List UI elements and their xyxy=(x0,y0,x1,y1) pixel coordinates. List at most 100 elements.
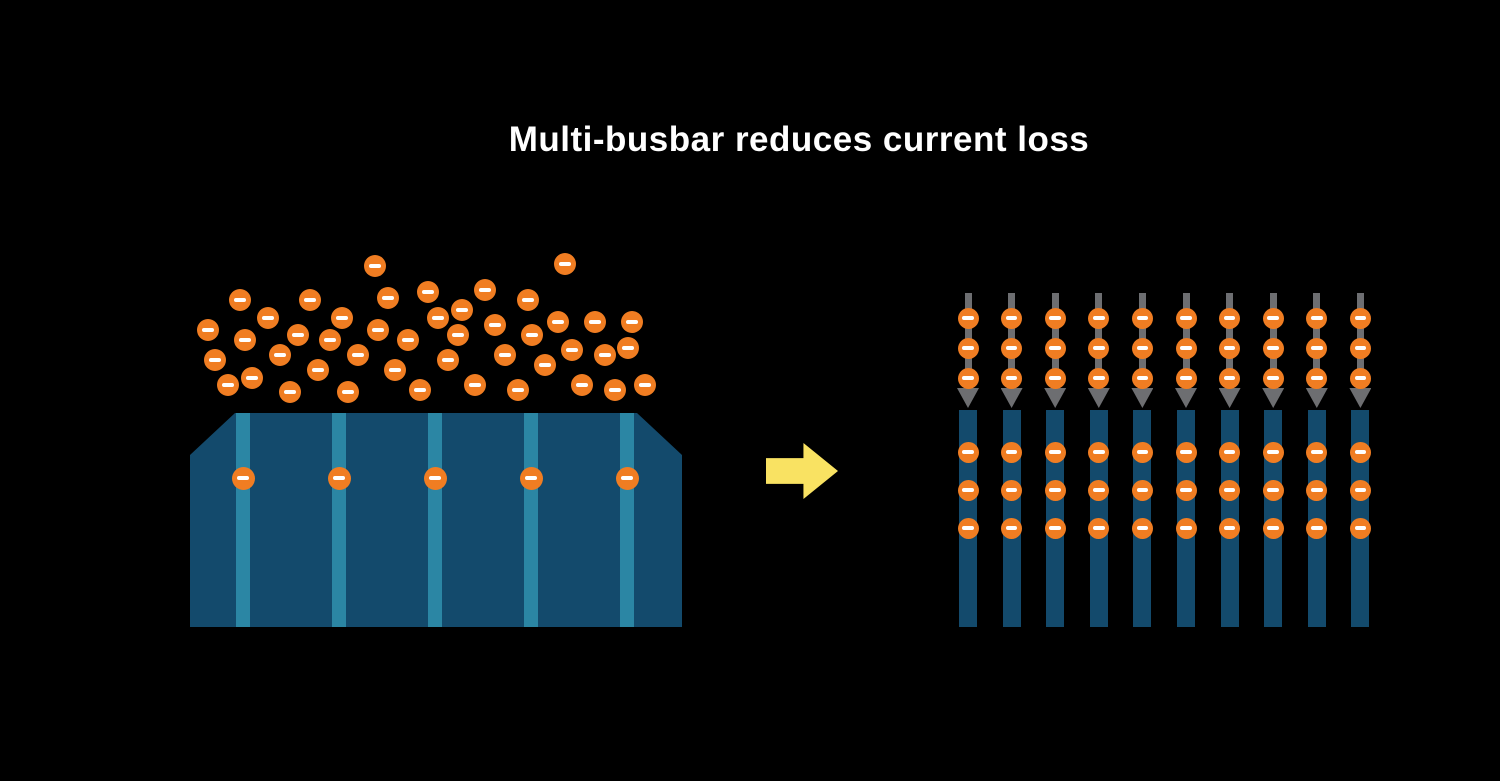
minus-glyph xyxy=(1005,526,1018,530)
free-electron-icon xyxy=(507,379,529,401)
minus-glyph xyxy=(1267,488,1279,492)
free-electron-icon xyxy=(197,319,219,341)
flow-electron-icon xyxy=(1349,367,1371,389)
busbar-electron-icon xyxy=(231,466,255,490)
minus-glyph xyxy=(1267,346,1279,350)
minus-glyph xyxy=(1136,526,1149,530)
collected-electron-icon xyxy=(1131,441,1153,463)
minus-glyph xyxy=(273,353,287,357)
minus-glyph xyxy=(221,383,235,387)
busbar-stripe xyxy=(236,413,250,627)
free-electron-icon xyxy=(417,281,439,303)
minus-glyph xyxy=(421,290,435,294)
minus-glyph xyxy=(335,316,349,320)
busbar-electron-icon xyxy=(615,466,639,490)
diagram-title: Multi-busbar reduces current loss xyxy=(508,120,1090,159)
minus-glyph xyxy=(498,353,512,357)
free-electron-icon xyxy=(617,337,639,359)
standard-cell-body xyxy=(190,413,682,627)
collected-electron-icon xyxy=(1175,479,1197,501)
free-electron-icon xyxy=(547,311,569,333)
minus-glyph xyxy=(1223,450,1236,454)
busbar-stripe xyxy=(620,413,634,627)
busbar-stripe xyxy=(332,413,346,627)
minus-glyph xyxy=(311,368,325,372)
minus-glyph xyxy=(1354,316,1367,320)
free-electron-icon xyxy=(517,289,539,311)
minus-glyph xyxy=(1180,346,1192,350)
free-electron-icon xyxy=(534,354,556,376)
flow-electron-icon xyxy=(1175,337,1197,359)
free-electron-icon xyxy=(447,324,469,346)
minus-glyph xyxy=(441,358,455,362)
minus-glyph xyxy=(1223,316,1236,320)
minus-glyph xyxy=(303,298,317,302)
collected-electron-icon xyxy=(1175,441,1197,463)
minus-glyph xyxy=(1093,450,1105,454)
collected-electron-icon xyxy=(1349,441,1371,463)
free-electron-icon xyxy=(634,374,656,396)
flow-electron-icon xyxy=(1262,337,1284,359)
flow-electron-icon xyxy=(1219,307,1241,329)
minus-glyph xyxy=(1136,450,1149,454)
minus-glyph xyxy=(283,390,297,394)
minus-glyph xyxy=(1223,376,1236,380)
minus-glyph xyxy=(638,383,652,387)
minus-glyph xyxy=(962,376,974,380)
free-electron-icon xyxy=(604,379,626,401)
free-electron-icon xyxy=(364,255,386,277)
minus-glyph xyxy=(962,488,974,492)
minus-glyph xyxy=(1354,450,1367,454)
minus-glyph xyxy=(1223,488,1236,492)
free-electron-icon xyxy=(269,344,291,366)
minus-glyph xyxy=(1136,316,1149,320)
minus-glyph xyxy=(551,320,565,324)
collected-electron-icon xyxy=(1175,517,1197,539)
collected-electron-icon xyxy=(1088,479,1110,501)
flow-electron-icon xyxy=(1219,337,1241,359)
minus-glyph xyxy=(488,323,502,327)
flow-electron-icon xyxy=(1175,307,1197,329)
flow-arrow-head-icon xyxy=(1000,388,1023,408)
collected-electron-icon xyxy=(1088,441,1110,463)
busbar-electron-icon xyxy=(327,466,351,490)
minus-glyph xyxy=(598,353,612,357)
flow-electron-icon xyxy=(1175,367,1197,389)
right-arrow-icon xyxy=(766,443,838,499)
free-electron-icon xyxy=(279,381,301,403)
minus-glyph xyxy=(1005,346,1018,350)
collected-electron-icon xyxy=(1219,517,1241,539)
flow-arrow-head-icon xyxy=(1349,388,1372,408)
collected-electron-icon xyxy=(1131,517,1153,539)
minus-glyph xyxy=(1093,376,1105,380)
free-electron-icon xyxy=(204,349,226,371)
minus-glyph xyxy=(1005,488,1018,492)
minus-glyph xyxy=(371,328,385,332)
minus-glyph xyxy=(521,298,535,302)
flow-electron-icon xyxy=(1262,307,1284,329)
free-electron-icon xyxy=(521,324,543,346)
minus-glyph xyxy=(962,450,974,454)
collected-electron-icon xyxy=(1306,479,1328,501)
busbar-stripe xyxy=(428,413,442,627)
minus-glyph xyxy=(1049,316,1061,320)
free-electron-icon xyxy=(234,329,256,351)
minus-glyph xyxy=(1311,346,1323,350)
collected-electron-icon xyxy=(1219,479,1241,501)
flow-electron-icon xyxy=(1262,367,1284,389)
minus-glyph xyxy=(524,476,538,480)
free-electron-icon xyxy=(451,299,473,321)
minus-glyph xyxy=(455,308,469,312)
minus-glyph xyxy=(962,526,974,530)
minus-glyph xyxy=(1267,376,1279,380)
collected-electron-icon xyxy=(1044,517,1066,539)
minus-glyph xyxy=(468,383,482,387)
minus-glyph xyxy=(1267,526,1279,530)
free-electron-icon xyxy=(397,329,419,351)
minus-glyph xyxy=(1354,376,1367,380)
flow-arrow-head-icon xyxy=(1305,388,1328,408)
minus-glyph xyxy=(1093,488,1105,492)
minus-glyph xyxy=(1180,488,1192,492)
minus-glyph xyxy=(1267,316,1279,320)
collected-electron-icon xyxy=(1001,479,1023,501)
